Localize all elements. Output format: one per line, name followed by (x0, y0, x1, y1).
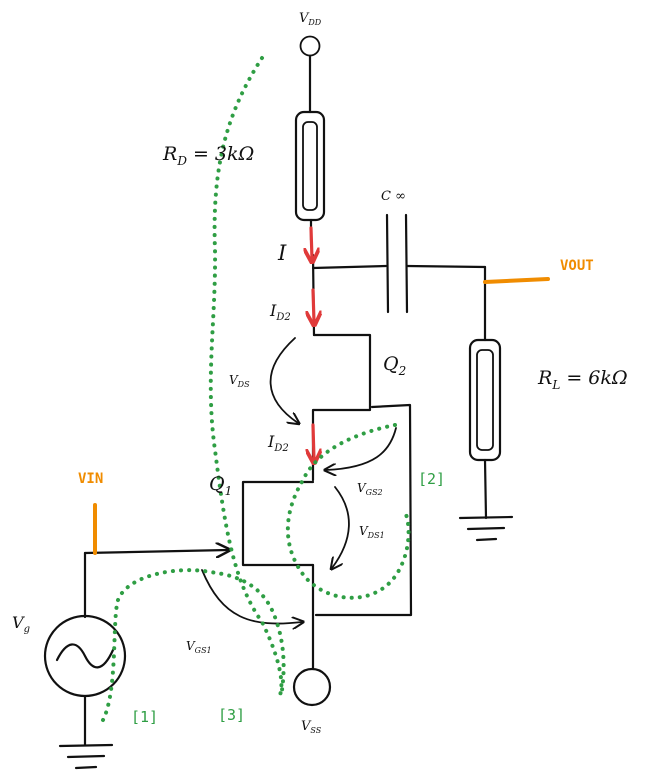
q2-gate-feedback-wire (314, 403, 413, 617)
vss-label: VSS (301, 719, 322, 735)
loop-2-label: [2] (418, 470, 445, 488)
loop-3-path (208, 56, 284, 697)
drain-resistor (294, 110, 326, 242)
vgs1-label: VGS1 (186, 639, 212, 655)
source-ground-icon (58, 743, 114, 770)
id2-top-label: ID2 (269, 301, 291, 323)
transistor-q1 (241, 480, 315, 670)
vout-port (483, 277, 550, 284)
vds1-arrow (332, 486, 350, 568)
vdd-label: VDD (299, 11, 322, 27)
id2-mid-label: ID2 (267, 432, 289, 454)
vdd-terminal (299, 35, 321, 114)
vgs2-label: VGS2 (357, 481, 383, 497)
vg-label: Vg (12, 613, 30, 635)
gate-input-wire (83, 550, 228, 553)
vds1-label: VDS1 (359, 524, 385, 540)
loop-1-label: [1] (131, 708, 158, 726)
vss-terminal (292, 667, 332, 707)
signal-source-vg (43, 551, 127, 747)
current-i-arrow (311, 226, 312, 259)
coupling-capacitor (385, 213, 487, 314)
rd-label: RD = 3kΩ (162, 143, 254, 168)
rl-label: RL = 6kΩ (537, 367, 628, 392)
vds-arrow (269, 337, 298, 423)
q2-label: Q2 (383, 353, 406, 378)
q1-label: Q1 (209, 473, 232, 498)
current-i-label: I (277, 241, 287, 265)
current-id2-top-arrow (313, 288, 314, 322)
current-id2-mid-arrow (313, 423, 314, 460)
vgs2-arrow (326, 427, 397, 470)
node-to-capacitor-wire (311, 264, 388, 270)
load-ground-icon (458, 515, 514, 542)
loop-1-path (101, 568, 286, 722)
load-resistor (468, 265, 502, 520)
vout-label: VOUT (560, 258, 594, 274)
vgs1-arrow (201, 569, 302, 624)
capacitor-label: C ∞ (381, 189, 406, 204)
vds-label: VDS (229, 373, 250, 389)
vin-label: VIN (78, 471, 103, 487)
loop-3-label: [3] (218, 706, 245, 724)
